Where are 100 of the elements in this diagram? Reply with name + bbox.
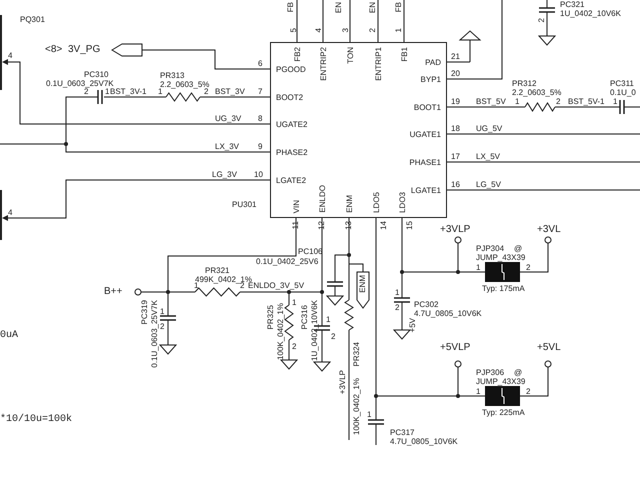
schematic-label: 100K_0402_1% [276, 303, 285, 360]
schematic-label: 8 [258, 114, 262, 123]
schematic-label: 2 [526, 263, 530, 272]
schematic-label: 2.2_0603_5% [160, 80, 210, 89]
schematic-label: @ [514, 244, 522, 253]
schematic-label: BST_5V [476, 97, 506, 106]
pin-name: FB2 [293, 47, 302, 62]
pin-name: ENTRIP2 [319, 47, 328, 81]
schematic-label: 2.2_0603_5% [512, 88, 562, 97]
schematic-label: 1 [476, 263, 480, 272]
schematic-label: JUMP_43X39 [476, 377, 526, 386]
schematic-label: LX_3V [215, 142, 240, 151]
schematic-label: UG_5V [476, 124, 502, 133]
pin-name: UGATE2 [276, 120, 308, 129]
schematic-label: 2 [84, 87, 88, 96]
schematic-label: +5VLP [440, 342, 470, 353]
pin-name: TON [346, 47, 355, 64]
pin-name: PGOOD [276, 65, 306, 74]
schematic-label: 21 [451, 52, 460, 61]
schematic-label: 15 [405, 221, 414, 230]
schematic-label: 2 [395, 303, 400, 312]
schematic-label: 1 [367, 410, 372, 419]
schematic-label: 1 [515, 97, 520, 106]
schematic-label: BST_5V-1 [568, 97, 604, 106]
schematic-label: ENLDO_3V_5V [248, 281, 304, 290]
schematic-label: +5V [408, 318, 417, 332]
schematic-label: +3VLP [440, 224, 470, 235]
schematic-label: PQ301 [20, 15, 45, 24]
schematic-label: +5VL [537, 342, 561, 353]
schematic-label: EN [368, 2, 377, 14]
schematic-label: 1 [292, 298, 296, 307]
part-reference: PU301 [232, 200, 256, 209]
pin-name: PAD [425, 58, 441, 67]
schematic-label: 1 [326, 315, 330, 324]
schematic-label: 1 [158, 87, 162, 96]
schematic-label: 9 [258, 142, 262, 151]
schematic-label: 1 [476, 387, 480, 396]
schematic-label: BST_3V [215, 87, 245, 96]
schematic-label: 19 [451, 97, 460, 106]
pin-name: ENTRIP1 [374, 47, 383, 81]
schematic-label: 2 [526, 387, 530, 396]
schematic-label: 1 [394, 28, 403, 32]
pin-name: FB1 [400, 47, 409, 62]
schematic-label: 2 [556, 97, 560, 106]
pin-name: LGATE2 [276, 176, 306, 185]
schematic-label: 4.7U_0805_10V6K [414, 309, 482, 318]
schematic-label: 1 [395, 288, 400, 297]
schematic-label: 4 [8, 51, 12, 60]
pin-name: BOOT1 [414, 103, 441, 112]
schematic-label: B++ [104, 286, 122, 297]
schematic-label: 2 [537, 18, 546, 22]
schematic-label: PR325 [266, 305, 275, 330]
schematic-label: ENM [358, 275, 367, 293]
schematic-label: 2 [160, 322, 164, 331]
schematic-label: LX_5V [476, 152, 500, 161]
schematic-label: PC321 [560, 0, 584, 9]
schematic-label: Typ: 225mA [482, 408, 525, 417]
schematic-label: *10/10u=100k [0, 414, 72, 426]
pin-name: VIN [292, 200, 301, 213]
schematic-label: 0.1U_0402_25V6 [256, 257, 318, 266]
schematic-label: PC319 [140, 300, 149, 324]
schematic-label: BST_3V-1 [110, 87, 146, 96]
schematic-label: 5 [289, 28, 298, 32]
schematic-label: PC310 [84, 70, 108, 79]
schematic-label: 7 [258, 87, 262, 96]
pin-name: ENLDO [318, 185, 327, 213]
schematic-label: 0.1U_0 [610, 88, 636, 97]
schematic-label: <8> [45, 44, 62, 55]
schematic-label: 1 [160, 307, 164, 316]
schematic-label: 1 [194, 281, 198, 290]
schematic-label: 2 [331, 332, 336, 341]
schematic-label: 18 [451, 124, 460, 133]
pin-name: LGATE1 [410, 186, 441, 195]
pin-name: ENM [345, 195, 354, 213]
schematic-label: 1U_0402_10V6K [310, 300, 319, 361]
schematic-label: PR313 [160, 71, 184, 80]
schematic-label: 2 [368, 28, 377, 32]
schematic-label: 20 [451, 69, 460, 78]
ic-chip-box [270, 42, 447, 218]
schematic-label: 0.1U_0603_25V7K [150, 300, 159, 368]
pin-name: PHASE1 [409, 158, 441, 167]
schematic-label: 10 [254, 170, 263, 179]
schematic-label: PR312 [512, 79, 536, 88]
schematic-label: FB [394, 2, 403, 12]
pin-name: LDO3 [398, 192, 407, 213]
pin-name: UGATE1 [410, 130, 441, 139]
schematic-label: @ [514, 368, 522, 377]
schematic-label: PR321 [205, 266, 230, 275]
pin-name: LDO5 [372, 192, 381, 213]
pin-name: BYP1 [420, 75, 441, 84]
schematic-label: 4.7U_0805_10V6K [390, 437, 458, 446]
schematic-label: PC302 [414, 300, 438, 309]
schematic-label: LG_5V [476, 180, 501, 189]
schematic-label: 0uA [0, 330, 18, 342]
schematic-label: EN [334, 2, 343, 14]
schematic-label: FB [286, 2, 295, 12]
schematic-label: 4 [314, 28, 323, 32]
schematic-label: PJP304 [476, 244, 504, 253]
schematic-label: LG_3V [212, 170, 237, 179]
schematic-label: 1 [105, 87, 110, 96]
